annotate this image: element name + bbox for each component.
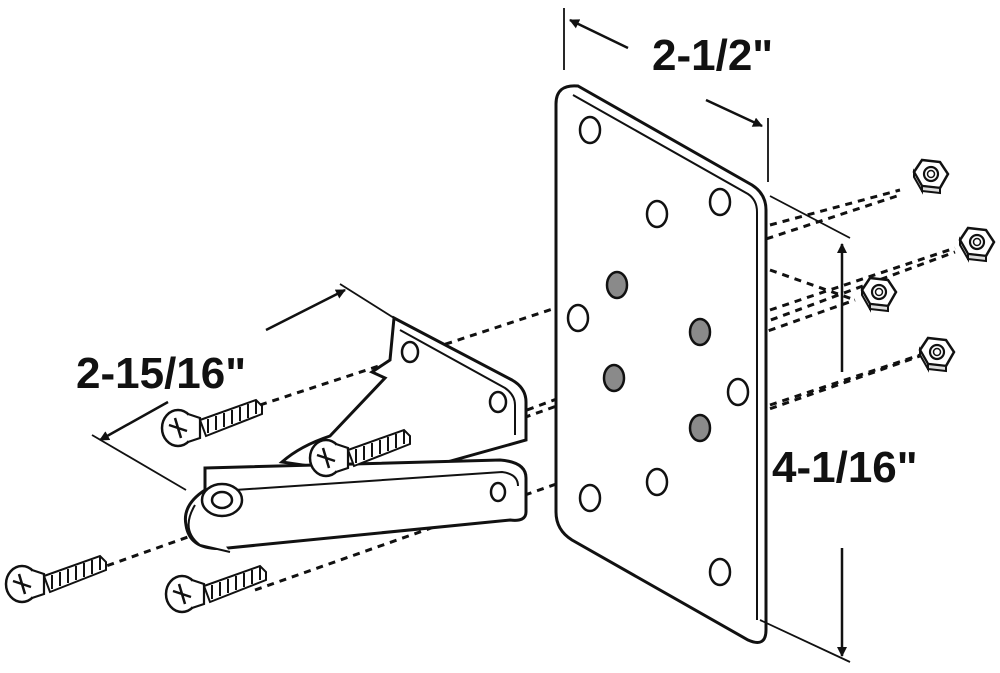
screw-icon bbox=[160, 398, 264, 448]
plate-height-label: 4-1/16" bbox=[772, 443, 918, 492]
hinge-bracket bbox=[183, 315, 528, 553]
hex-nut-icon bbox=[918, 336, 956, 373]
plate-width-label: 2-1/2" bbox=[652, 31, 773, 80]
plate-holes bbox=[566, 115, 750, 587]
mounting-plate bbox=[554, 84, 768, 644]
hex-nut-icon bbox=[860, 276, 898, 313]
hex-nut-icon bbox=[958, 226, 996, 263]
dimension-bracket-length: 2-15/16" bbox=[76, 283, 395, 491]
dimension-plate-width: 2-1/2" bbox=[563, 8, 773, 182]
assembly-lines-front bbox=[769, 188, 956, 407]
nuts bbox=[860, 158, 996, 373]
screw-icon bbox=[4, 554, 108, 604]
bracket-length-label: 2-15/16" bbox=[76, 349, 246, 398]
screw-icon bbox=[164, 564, 268, 614]
hex-nut-icon bbox=[912, 158, 950, 195]
dimension-plate-height: 4-1/16" bbox=[759, 195, 918, 663]
